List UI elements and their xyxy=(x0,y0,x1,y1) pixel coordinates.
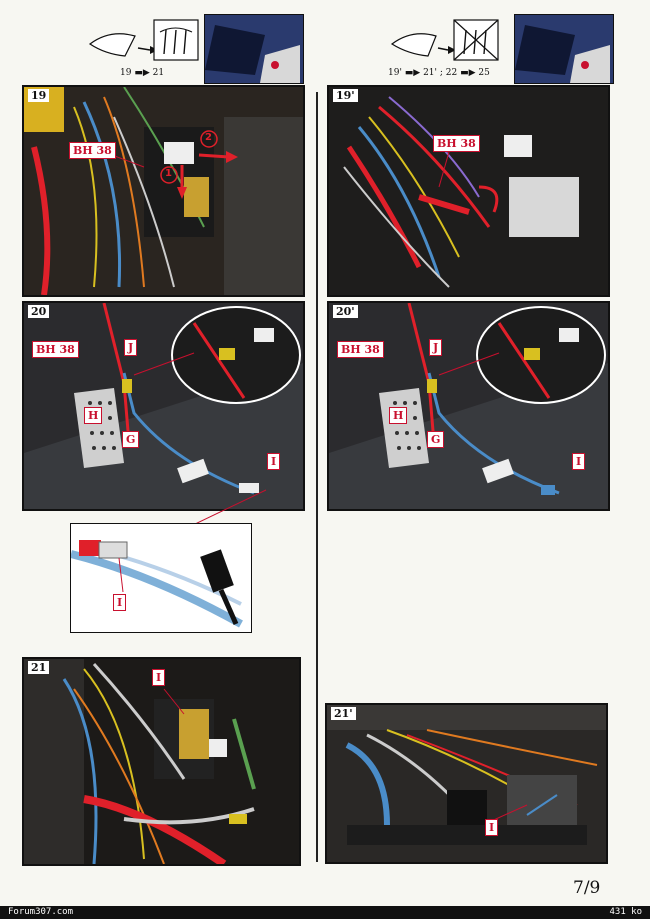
arrow-number-2: 2 xyxy=(205,132,212,143)
label-h: H xyxy=(84,407,103,424)
label-h: H xyxy=(389,407,408,424)
photo-step-19: 19 BH 38 1 2 xyxy=(22,85,305,297)
photo-step-20: 20 BH 38 J H G I xyxy=(22,301,305,511)
label-i: I xyxy=(113,594,127,611)
label-bh38: BH 38 xyxy=(69,142,116,159)
connector-detail-box: I xyxy=(70,523,252,633)
label-j: J xyxy=(429,339,443,356)
step-number: 21 xyxy=(28,661,50,674)
label-j: J xyxy=(124,339,138,356)
label-g: G xyxy=(427,431,445,448)
step-number: 21' xyxy=(331,707,356,720)
label-g: G xyxy=(122,431,140,448)
step-number: 20 xyxy=(28,305,50,318)
step-number: 19 xyxy=(28,89,50,102)
footer-file-size: 431 ko xyxy=(609,907,642,917)
header-right-sequence: 19' ▬▶ 21' ; 22 ▬▶ 25 xyxy=(388,68,490,78)
photo-step-20-prime: 20' BH 38 J H G I xyxy=(327,301,610,511)
photo-step-19-prime: 19' BH 38 xyxy=(327,85,610,297)
header-right xyxy=(388,14,618,84)
header-left xyxy=(80,14,310,84)
label-i: I xyxy=(267,453,281,470)
header-left-photo xyxy=(204,14,304,84)
label-i: I xyxy=(572,453,586,470)
footer-bar xyxy=(0,906,650,919)
photo-step-21: 21 I xyxy=(22,657,301,866)
photo-step-21-prime: 21' I xyxy=(325,703,608,864)
column-divider xyxy=(316,92,318,862)
arrow-number-1: 1 xyxy=(165,168,172,179)
step-number: 20' xyxy=(333,305,358,318)
seat-diagram-icon xyxy=(88,19,199,61)
page-number: 7/9 xyxy=(573,878,601,898)
seat-crossed-diagram-icon xyxy=(390,19,499,61)
step-number: 19' xyxy=(333,89,358,102)
header-left-sequence: 19 ▬▶ 21 xyxy=(120,68,165,78)
label-i: I xyxy=(152,669,166,686)
label-i: I xyxy=(485,819,499,836)
header-right-photo xyxy=(514,14,614,84)
label-bh38: BH 38 xyxy=(337,341,384,358)
footer-site: Forum307.com xyxy=(8,907,74,917)
label-bh38: BH 38 xyxy=(32,341,79,358)
label-bh38: BH 38 xyxy=(433,135,480,152)
